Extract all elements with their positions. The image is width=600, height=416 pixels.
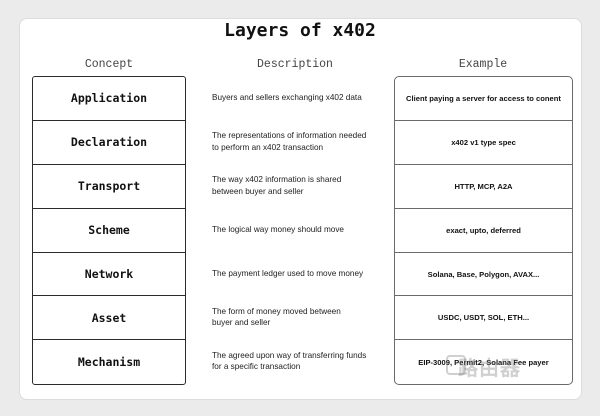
concept-cell: Asset (33, 296, 185, 341)
description-column: Buyers and sellers exchanging x402 data … (212, 76, 392, 383)
concept-label: Application (70, 91, 148, 106)
example-label: Solana, Base, Polygon, AVAX... (427, 269, 540, 279)
example-column: Client paying a server for access to con… (394, 76, 573, 385)
concept-column: Application Declaration Transport Scheme… (32, 76, 186, 385)
description-text: The payment ledger used to move money (212, 268, 364, 278)
example-label: Client paying a server for access to con… (406, 93, 561, 103)
description-text: The way x402 information is shared betwe… (212, 175, 342, 196)
concept-cell: Application (33, 77, 185, 121)
example-label: USDC, USDT, SOL, ETH... (437, 313, 530, 323)
example-cell: exact, upto, deferred (395, 209, 572, 253)
column-header-concept: Concept (84, 58, 134, 71)
concept-label: Transport (77, 179, 141, 194)
concept-label: Asset (91, 310, 127, 325)
description-text: The representations of information neede… (212, 131, 367, 152)
description-text: The logical way money should move (212, 224, 344, 234)
diagram-title: Layers of x402 (224, 20, 376, 41)
example-cell: EIP-3009, Permit2, Solana Fee payer (395, 340, 572, 384)
concept-label: Scheme (88, 223, 130, 238)
example-cell: USDC, USDT, SOL, ETH... (395, 296, 572, 341)
watermark: 路由器 (458, 356, 521, 380)
description-text: Buyers and sellers exchanging x402 data (212, 93, 362, 103)
example-label: HTTP, MCP, A2A (454, 181, 513, 191)
example-cell: x402 v1 type spec (395, 121, 572, 165)
concept-label: Declaration (70, 135, 148, 150)
concept-cell: Declaration (33, 121, 185, 165)
concept-cell: Network (33, 253, 185, 297)
example-label: EIP-3009, Permit2, Solana Fee payer (418, 357, 549, 367)
example-label: exact, upto, deferred (446, 225, 521, 235)
concept-cell: Scheme (33, 209, 185, 253)
description-text: The agreed upon way of transferring fund… (212, 350, 367, 372)
example-label: x402 v1 type spec (451, 137, 516, 147)
watermark-icon (446, 355, 466, 375)
column-header-description: Description (257, 58, 333, 71)
concept-label: Mechanism (77, 355, 141, 370)
example-cell: HTTP, MCP, A2A (395, 165, 572, 209)
example-cell: Solana, Base, Polygon, AVAX... (395, 253, 572, 297)
concept-label: Network (84, 267, 134, 281)
concept-cell: Mechanism (33, 340, 185, 384)
column-header-example: Example (458, 58, 508, 71)
concept-cell: Transport (33, 165, 185, 209)
description-text: The form of money moved between buyer an… (212, 306, 341, 328)
example-cell: Client paying a server for access to con… (395, 77, 572, 121)
